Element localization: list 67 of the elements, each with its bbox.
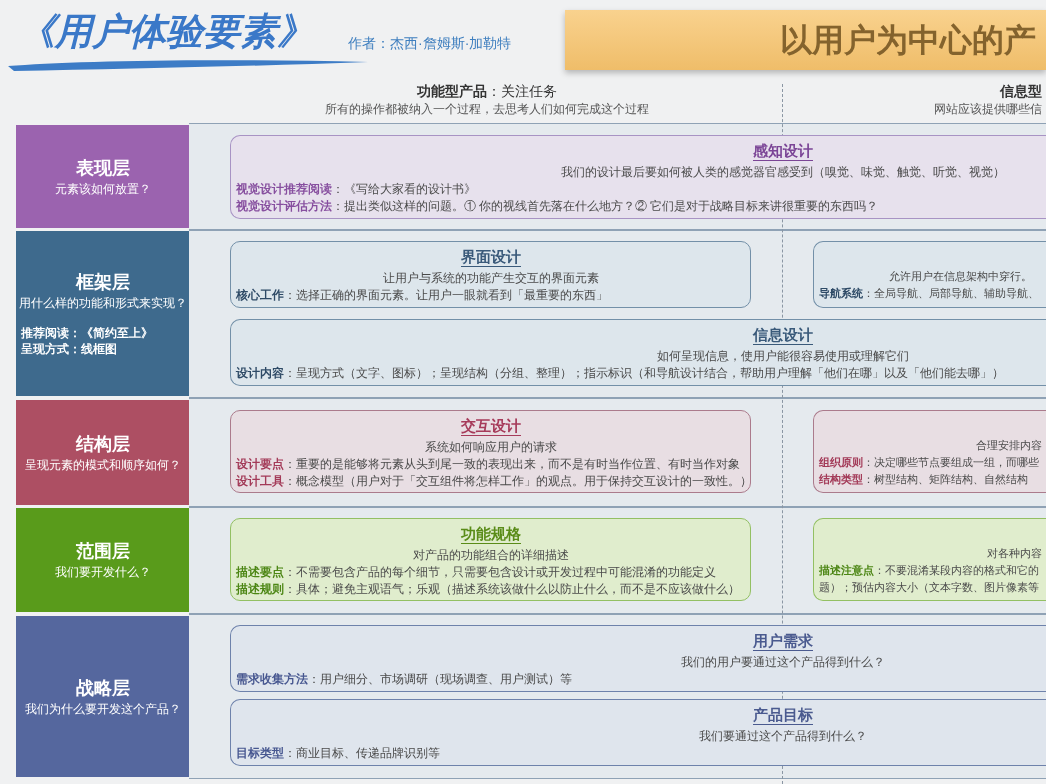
banner-heading: 以用户为中心的产 <box>780 21 1036 60</box>
detail-text: 视觉设计评估方法：提出类似这样的问题。① 你的视线首先落在什么地方？② 它们是对于战略目标来讲很重要的东西吗？ <box>236 198 879 214</box>
layer-title: 战略层 <box>75 676 130 700</box>
content-card <box>230 518 751 601</box>
content-card <box>230 241 751 308</box>
detail-text: 需求收集方法：用户细分、市场调研（现场调查、用户测试）等 <box>236 671 572 687</box>
column-heading: 信息型 <box>1000 82 1042 100</box>
detail-text: 结构类型：树型结构、矩阵结构、自然结构 <box>819 472 1028 487</box>
column-description: 网站应该提供哪些信 <box>934 102 1042 117</box>
card-description: 我们的设计最后要如何被人类的感觉器官感受到（嗅觉、味觉、触觉、听觉、视觉） <box>561 165 1005 180</box>
layer-question: 元素该如何放置？ <box>54 181 151 197</box>
layer-block <box>16 231 189 396</box>
layer-question: 我们为什么要开发这个产品？ <box>24 701 181 717</box>
column-description: 所有的操作都被纳入一个过程，去思考人们如何完成这个过程 <box>325 102 649 117</box>
card-title: 交互设计 <box>460 416 521 436</box>
card-title: 用户需求 <box>753 631 813 651</box>
detail-text: 描述注意点：不要混淆某段内容的格式和它的 <box>819 563 1039 578</box>
card-title: 信息设计 <box>753 325 813 345</box>
detail-text: 视觉设计推荐阅读：《写给大家看的设计书》 <box>236 181 476 197</box>
detail-text: 题）；预估内容大小（文本字数、图片像素等 <box>819 580 1039 595</box>
card-title: 功能规格 <box>460 524 521 544</box>
detail-text: 核心工作：选择正确的界面元素。让用户一眼就看到「最重要的东西」 <box>236 288 608 303</box>
detail-text: 导航系统：全局导航、局部导航、辅助导航、 <box>819 286 1039 301</box>
card-description: 我们要通过这个产品得到什么？ <box>699 729 867 744</box>
title-banner <box>565 10 1046 70</box>
content-card <box>813 241 1046 308</box>
content-card <box>230 625 1046 692</box>
content-card <box>230 319 1046 386</box>
card-title: 产品目标 <box>753 705 813 725</box>
card-description: 允许用户在信息架构中穿行。 <box>889 269 1032 284</box>
detail-text: 描述要点：不需要包含产品的每个细节，只需要包含设计或开发过程中可能混淆的功能定义 <box>236 564 716 580</box>
card-description: 我们的用户要通过这个产品得到什么？ <box>681 655 885 670</box>
layer-block <box>16 508 189 612</box>
content-card <box>813 410 1046 493</box>
column-heading: 功能型产品：关注任务 <box>417 82 557 100</box>
layer-question: 呈现元素的模式和顺序如何？ <box>24 457 181 473</box>
detail-text: 设计工具：概念模型（用户对于「交互组件将怎样工作」的观点。用于保持交互设计的一致性。） <box>236 474 750 489</box>
layer-title: 范围层 <box>75 540 130 563</box>
card-title: 感知设计 <box>753 141 813 161</box>
card-description: 合理安排内容 <box>976 438 1042 453</box>
layer-block <box>16 125 189 228</box>
layer-block <box>16 400 189 505</box>
layer-title: 框架层 <box>75 270 130 294</box>
detail-text: 目标类型：商业目标、传递品牌识别等 <box>236 746 440 761</box>
detail-text: 设计要点：重要的是能够将元素从头到尾一致的表现出来，而不是有时当作位置、有时当作对象 <box>236 456 740 472</box>
content-card <box>230 135 1046 219</box>
layer-note: 推荐阅读：《简约至上》 <box>21 325 153 341</box>
card-description: 对各种内容 <box>987 546 1042 561</box>
layer-title: 表现层 <box>75 156 130 180</box>
detail-text: 设计内容：呈现方式（文字、图标）；呈现结构（分组、整理）；指示标识（和导航设计结合，帮助用户理解「他们在哪」以及「他们能去哪」） <box>236 365 1004 381</box>
detail-text: 描述规则：具体；避免主观语气；乐观（描述系统该做什么以防止什么，而不是不应该做什么） <box>236 582 740 597</box>
detail-text: 组织原则：决定哪些节点要组成一组，而哪些 <box>819 455 1039 470</box>
card-title: 界面设计 <box>460 247 521 267</box>
content-card <box>230 699 1046 766</box>
diagram-title: 《用户体验要素》 <box>18 10 314 54</box>
layer-block <box>16 616 189 777</box>
content-card <box>230 410 751 493</box>
content-card <box>813 518 1046 601</box>
card-description: 系统如何响应用户的请求 <box>424 440 557 455</box>
layer-title: 结构层 <box>75 432 130 456</box>
layer-question: 用什么样的功能和形式来实现？ <box>18 295 187 311</box>
card-description: 让用户与系统的功能产生交互的界面元素 <box>382 271 599 286</box>
card-description: 对产品的功能组合的详细描述 <box>412 548 569 563</box>
layer-note: 呈现方式：线框图 <box>21 341 117 357</box>
layer-question: 我们要开发什么？ <box>54 565 151 580</box>
card-description: 如何呈现信息，使用户能很容易使用或理解它们 <box>657 349 909 364</box>
author-credit: 作者：杰西·詹姆斯·加勒特 <box>348 34 512 52</box>
